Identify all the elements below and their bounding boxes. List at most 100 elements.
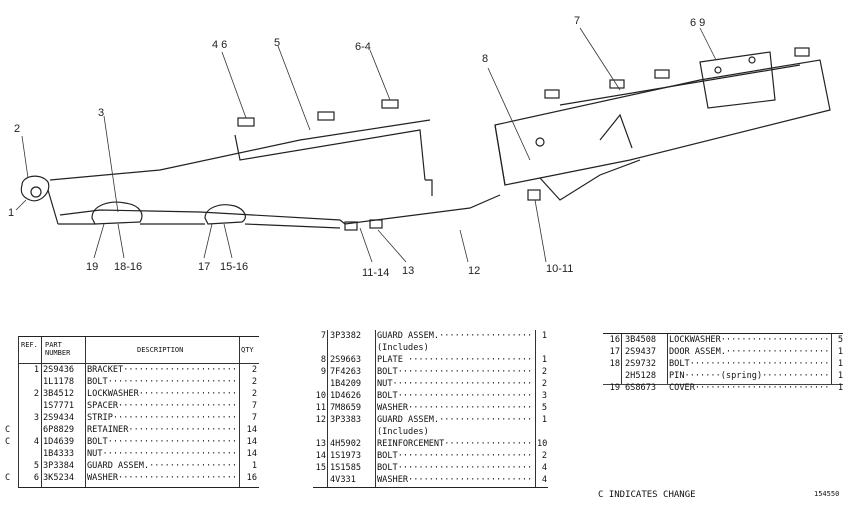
table-row: 151S1585BOLT····························…: [313, 462, 548, 474]
cell-ref: 17: [609, 347, 620, 357]
cell-ref: 10: [315, 391, 326, 401]
cell-desc: (Includes): [377, 427, 429, 437]
change-note: C INDICATES CHANGE: [598, 490, 696, 500]
cell-part: 1S1585: [330, 463, 362, 473]
table-row: 141S1973BOLT····························…: [313, 450, 548, 462]
cell-part: 3P3383: [330, 415, 362, 425]
table-row: 1S7771 SPACER····························…: [19, 400, 259, 412]
cell-part: 1L1178: [43, 377, 75, 387]
cell-part: 2H5128: [625, 371, 657, 381]
callout-10-11: 10-11: [546, 263, 573, 275]
cell-chg: C: [5, 425, 11, 435]
callout-15-16: 15-16: [220, 261, 248, 273]
cell-part: 3P3384: [43, 461, 75, 471]
cell-qty: 14: [246, 425, 257, 435]
cell-ref: 6: [33, 473, 39, 483]
cell-part: 2S9437: [625, 347, 657, 357]
cell-desc: NUT·····································…: [87, 449, 237, 459]
cell-chg: C: [5, 437, 11, 447]
figure-code: 154550: [814, 490, 840, 498]
cell-ref: 19: [609, 383, 620, 393]
cell-part: 1S7771: [43, 401, 75, 411]
upper-guard-line: [49, 119, 431, 181]
cell-qty: 1: [251, 461, 257, 471]
cell-ref: 9: [320, 367, 326, 377]
callout-7: 7: [574, 15, 580, 27]
cell-desc: WASHER··································…: [87, 473, 237, 483]
guard-assembly-diagram: 2 1 3 19 18-16 17 15-16 4 6 5 6-4 11-14 …: [8, 15, 831, 279]
cell-part: 3B4512: [43, 389, 75, 399]
callout-5: 5: [274, 37, 280, 49]
callout-3: 3: [98, 107, 104, 119]
table-row: C63K5234WASHER··························…: [5, 472, 259, 484]
callout-4-6: 4 6: [212, 39, 227, 51]
cell-qty: 16: [246, 473, 257, 483]
cell-desc: GUARD ASSEM.··························: [377, 415, 533, 425]
cell-desc: BOLT··································: [377, 367, 533, 377]
callout-6-9: 6 9: [690, 17, 705, 29]
cell-ref: 4: [33, 437, 39, 447]
callout-2: 2: [14, 123, 20, 135]
cell-desc: BOLT··································: [377, 391, 533, 401]
cell-qty: 4: [541, 475, 547, 485]
callout-1: 1: [8, 207, 14, 219]
cell-ref: 7: [320, 331, 326, 341]
cell-ref: 2: [33, 389, 39, 399]
cell-ref: 12: [315, 415, 326, 425]
cell-part: 7M8659: [330, 403, 362, 413]
cell-qty: 5: [541, 403, 547, 413]
table-row: 2 3B4512 LOCKWASHER·······················…: [19, 388, 259, 400]
cell-desc: DOOR ASSEM.························: [669, 347, 829, 357]
table-row: C 6P8829 RETAINER·························…: [5, 424, 259, 436]
cell-desc: PLATE ·····························: [377, 355, 533, 365]
cell-qty: 1: [837, 383, 843, 393]
cell-desc: SPACER··································…: [87, 401, 237, 411]
cell-ref: 18: [609, 359, 620, 369]
cell-desc: BOLT····································…: [87, 377, 237, 387]
table-row: 1B4333NUT·······························…: [19, 448, 259, 460]
cell-desc: STRIP···································…: [87, 413, 237, 423]
cell-qty: 1: [541, 415, 547, 425]
cell-qty: 1: [541, 331, 547, 341]
cell-qty: 10: [537, 439, 547, 449]
cell-qty: 1: [837, 347, 843, 357]
cell-desc: BOLT··································: [377, 451, 533, 461]
cell-part: 1B4209: [330, 379, 362, 389]
cell-desc: REINFORCEMENT···················: [377, 439, 533, 449]
table-row: (Includes): [313, 342, 548, 354]
cell-desc: LOCKWASHER······························…: [87, 389, 237, 399]
cell-qty: 2: [251, 365, 257, 375]
cell-chg: C: [5, 473, 11, 483]
table-row: 32S9434STRIP····························…: [19, 412, 259, 424]
header-part: PART NUMBER: [45, 341, 71, 357]
cell-part: 2S9436: [43, 365, 75, 375]
cell-qty: 3: [541, 391, 547, 401]
table-row: 1L1178 BOLT······························…: [19, 376, 259, 388]
cell-ref: 15: [315, 463, 326, 473]
table-row: 101D4626BOLT····························…: [313, 390, 548, 402]
table-row: 182S9732BOLT····························…: [603, 358, 843, 370]
lower-strip: [59, 194, 501, 225]
table-row: 17 2S9437 DOOR ASSEM.·····················…: [603, 346, 843, 358]
cell-qty: 1: [541, 355, 547, 365]
cell-desc: RETAINER································…: [87, 425, 237, 435]
parts-table-1: REF. NO. PART NUMBER DESCRIPTION QTY 12S…: [5, 336, 259, 488]
cell-ref: 11: [315, 403, 326, 413]
cell-part: 6P8829: [43, 425, 75, 435]
cell-qty: 7: [251, 413, 257, 423]
table-row: 2H5128PIN·······(spring)················…: [603, 370, 843, 382]
cell-part: 4H5902: [330, 439, 362, 449]
callout-8: 8: [482, 53, 488, 65]
cell-qty: 4: [541, 463, 547, 473]
cell-desc: GUARD ASSEM.··························: [377, 331, 533, 341]
table-header: REF. NO. PART NUMBER DESCRIPTION QTY: [19, 337, 259, 364]
cell-qty: 2: [251, 389, 257, 399]
cell-qty: 14: [246, 449, 257, 459]
cell-qty: 1: [837, 371, 843, 381]
cell-ref: 1: [33, 365, 39, 375]
cell-desc: COVER······························: [669, 383, 829, 393]
